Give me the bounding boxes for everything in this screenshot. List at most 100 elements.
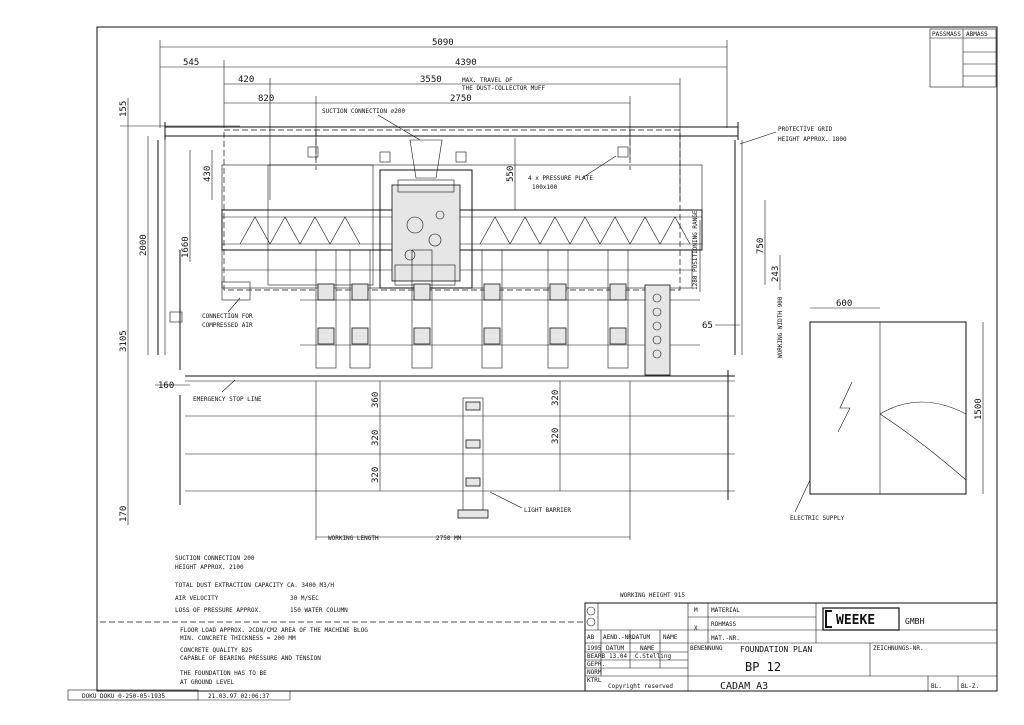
- pressure-plate-label-1: 4 x PRESSURE PLATE: [528, 175, 593, 182]
- working-width-label: WORKING WIDTH 900: [777, 296, 784, 358]
- dim-2000: 2000: [139, 234, 149, 256]
- max-travel-label-1: MAX. TRAVEL OF: [462, 77, 513, 84]
- weeke-logo-mark: [825, 610, 832, 628]
- tb-year: 1995: [587, 645, 602, 652]
- dim-320-b: 320: [371, 467, 381, 483]
- dim-2750: 2750: [450, 94, 472, 104]
- dim-550: 550: [506, 166, 516, 182]
- tb-company: WEEKE: [836, 613, 875, 628]
- tolerance-box: PASSMASS ABMASS: [929, 28, 997, 88]
- electric-cabinet: 600 1500 ELECTRIC SUPPLY: [790, 299, 984, 522]
- tb-copyright: Copyright reserved: [608, 683, 673, 690]
- dim-2750-mm: 2750 MM: [436, 535, 462, 542]
- tb-cadam: CADAM A3: [720, 681, 768, 692]
- tb-norm: NORM: [587, 669, 602, 676]
- tb-bl: BL.: [931, 683, 942, 690]
- note-bearing-pressure: CAPABLE OF BEARING PRESSURE AND TENSION: [180, 655, 321, 662]
- tb-benennung: BENENNUNG: [690, 645, 723, 652]
- dim-320-a: 320: [371, 430, 381, 446]
- pressure-plate-label-2: 100x100: [532, 184, 558, 191]
- left-equipment: CONNECTION FOR COMPRESSED AIR EMERGENCY …: [169, 250, 262, 505]
- compressed-air-label-1: CONNECTION FOR: [202, 313, 253, 320]
- positioning-range-label: 1280 POSITIONING RANGE: [692, 210, 699, 290]
- note-concrete-thickness: MIN. CONCRETE THICKNESS = 200 MM: [180, 635, 296, 642]
- passmass-label: PASSMASS: [932, 31, 961, 38]
- tb-aend-nr: AEND.-NR.: [603, 634, 636, 641]
- dim-360: 360: [371, 392, 381, 408]
- work-table-area: 360 320 320 320 320 LIGHT BARRIER WORKIN…: [185, 370, 735, 542]
- tb-title: FOUNDATION PLAN: [740, 645, 812, 654]
- note-ground-level: AT GROUND LEVEL: [180, 679, 235, 686]
- tb-m: M: [694, 607, 698, 614]
- dim-1660: 1660: [181, 236, 191, 258]
- dim-170: 170: [119, 506, 129, 522]
- max-travel-label-2: THE DUST-COLLECTOR MUFF: [462, 85, 545, 92]
- note-dust-capacity: TOTAL DUST EXTRACTION CAPACITY CA. 3400 …: [175, 582, 334, 589]
- dim-160: 160: [158, 381, 174, 391]
- compressed-air-label-2: COMPRESSED AIR: [202, 322, 253, 329]
- general-notes: SUCTION CONNECTION 200 HEIGHT APPROX. 21…: [100, 555, 685, 686]
- dim-750: 750: [756, 238, 766, 254]
- note-concrete-quality: CONCRETE QUALITY B25: [180, 647, 253, 654]
- tb-bearb: BEARB: [587, 653, 605, 660]
- drawing-frame: [96, 26, 998, 692]
- dim-320-d: 320: [551, 428, 561, 444]
- archive-footer: DOKU DOKU 0-250-05-1935 21.03.97 02:06:3…: [82, 690, 291, 701]
- tb-ktrl: KTRL: [587, 677, 602, 684]
- dim-430: 430: [203, 166, 213, 182]
- abmass-label: ABMASS: [966, 31, 988, 38]
- top-dimensions: 5090 545 4390 420 3550 MAX. TRAVEL OF TH…: [159, 38, 728, 200]
- tb-zeichnungs-nr: ZEICHNUNGS-NR.: [873, 645, 924, 652]
- right-machine-dims: 1280 POSITIONING RANGE 750 243 65 WORKIN…: [692, 200, 784, 358]
- tb-x: X: [694, 625, 698, 632]
- tb-material: MATERIAL: [711, 607, 740, 614]
- tb-datum: DATUM: [632, 634, 650, 641]
- dim-545: 545: [183, 58, 199, 68]
- dim-320-c: 320: [551, 390, 561, 406]
- electric-supply-label: ELECTRIC SUPPLY: [790, 515, 845, 522]
- protective-grid-label-2: HEIGHT APPROX. 1800: [778, 136, 847, 143]
- dim-4390: 4390: [455, 58, 477, 68]
- note-pressure-loss: LOSS OF PRESSURE APPROX.: [175, 607, 262, 614]
- tb-drawing-code: BP 12: [745, 660, 781, 674]
- left-dimensions: 155 3105 170 2000 1660 430 160: [119, 98, 240, 525]
- consoles: [221, 249, 700, 376]
- working-length-label: WORKING LENGTH: [328, 535, 379, 542]
- emergency-stop-label: EMERGENCY STOP LINE: [193, 396, 262, 403]
- note-air-velocity: AIR VELOCITY: [175, 595, 219, 602]
- protective-grid-label-1: PROTECTIVE GRID: [778, 126, 833, 133]
- tb-blz: BL-Z.: [961, 683, 979, 690]
- dim-155: 155: [119, 101, 129, 117]
- tb-name2: NAME: [640, 645, 655, 652]
- dim-5090: 5090: [432, 38, 454, 48]
- dim-243: 243: [771, 266, 781, 282]
- dim-820: 820: [258, 94, 274, 104]
- left-binding-strip: [67, 689, 199, 701]
- light-barrier-label: LIGHT BARRIER: [524, 507, 571, 514]
- tb-mat-nr: MAT.-NR.: [711, 635, 740, 642]
- dim-600: 600: [836, 299, 852, 309]
- dim-3550: 3550: [420, 75, 442, 85]
- tb-bearb-name: C.Stelling: [635, 653, 672, 660]
- dim-3105: 3105: [119, 330, 129, 352]
- footer-doku: DOKU DOKU 0-250-05-1935: [82, 693, 165, 700]
- note-air-velocity-value: 30 M/SEC: [290, 595, 319, 602]
- note-floor-load: FLOOR LOAD APPROX. 2CDN/CM2 AREA OF THE …: [180, 627, 368, 634]
- tb-gmbh: GMBH: [905, 617, 924, 626]
- tb-rohmass: ROHMASS: [711, 621, 737, 628]
- note-suction-connection: SUCTION CONNECTION 200: [175, 555, 255, 562]
- note-foundation: THE FOUNDATION HAS TO BE: [180, 670, 267, 677]
- footer-timestamp: 21.03.97 02:06:37: [208, 693, 270, 700]
- machine-body: 4 x PRESSURE PLATE 100x100 550: [221, 129, 703, 291]
- tb-datum2: DATUM: [606, 645, 624, 652]
- dim-1500: 1500: [974, 398, 984, 420]
- title-block: M MATERIAL X ROHMASS MAT.-NR. WEEKE GMBH…: [584, 602, 998, 692]
- dim-420: 420: [238, 75, 254, 85]
- suction-connection-label: SUCTION CONNECTION ∅200: [322, 108, 405, 115]
- tb-gepr: GEPR.: [587, 661, 605, 668]
- weeke-logo: [822, 607, 900, 631]
- protective-grid: PROTECTIVE GRID HEIGHT APPROX. 1800: [157, 122, 847, 355]
- tb-name: NAME: [663, 634, 678, 641]
- tb-ab: AB: [587, 634, 595, 641]
